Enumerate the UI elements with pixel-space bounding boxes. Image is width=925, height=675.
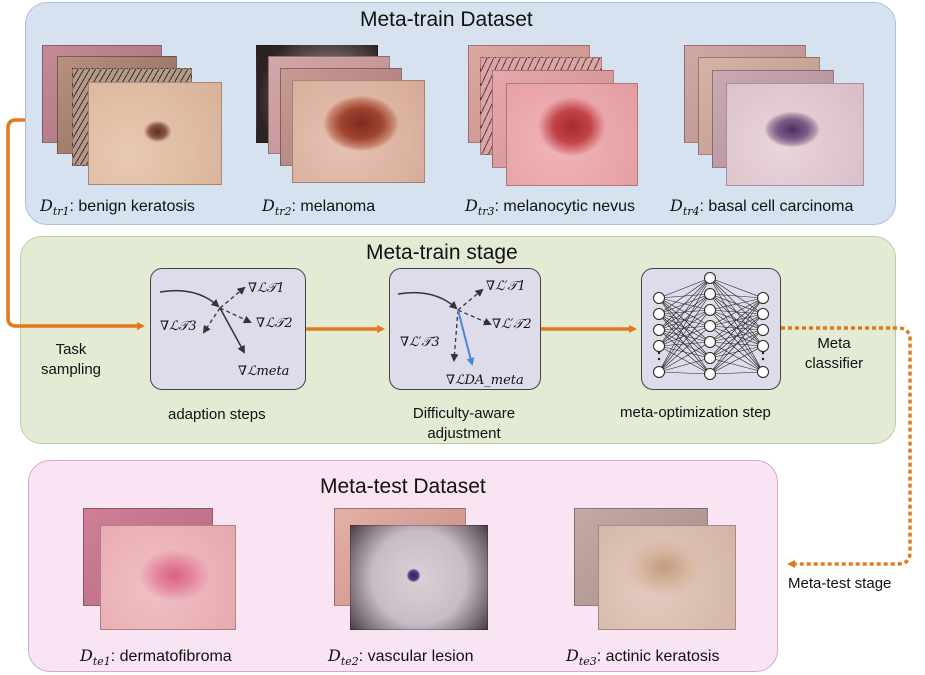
network-node xyxy=(653,366,665,378)
network-edge xyxy=(658,371,711,375)
meta-classifier-network xyxy=(653,272,769,380)
adaption-gradient-arrows xyxy=(159,286,252,354)
network-edge xyxy=(709,329,764,375)
network-node xyxy=(704,368,716,380)
network-node xyxy=(653,292,665,304)
skin-image-melanocytic-nevus xyxy=(506,83,638,186)
network-ellipsis xyxy=(761,351,765,355)
network-node xyxy=(653,308,665,320)
network-node xyxy=(704,352,716,364)
network-edge xyxy=(658,309,711,347)
skin-image-dermatofibroma xyxy=(100,525,236,630)
network-edge xyxy=(658,277,711,373)
network-edge xyxy=(658,325,711,347)
network-edge xyxy=(709,325,764,373)
network-edge xyxy=(658,277,711,331)
network-node xyxy=(704,272,716,284)
adaption-steps-caption: adaption steps xyxy=(168,406,266,423)
network-node xyxy=(653,324,665,336)
network-ellipsis xyxy=(761,357,765,361)
network-edge xyxy=(709,309,764,373)
network-edge xyxy=(709,297,764,311)
grad-label-t2: ∇ℒ𝒯2 xyxy=(256,316,293,331)
network-edge xyxy=(709,277,764,299)
dataset-label-tr1: Dtr1: benign keratosis xyxy=(40,196,195,219)
meta-train-dataset-title: Meta-train Dataset xyxy=(360,8,533,31)
meta-classifier-label: Meta classifier xyxy=(804,335,864,372)
network-ellipsis xyxy=(657,357,661,361)
skin-image-basal-cell-carcinoma xyxy=(726,83,864,186)
network-node xyxy=(757,308,769,320)
network-edge xyxy=(658,345,711,359)
network-edge xyxy=(658,277,711,347)
dataset-label-te3: Dte3: actinic keratosis xyxy=(566,646,720,669)
network-edge xyxy=(709,357,764,373)
dataset-label-te1: Dte1: dermatofibroma xyxy=(80,646,232,669)
grad-label-t1: ∇ℒ𝒯1 xyxy=(248,281,285,296)
meta-test-dotted-arrow xyxy=(781,326,912,568)
difficulty-aware-box xyxy=(389,268,541,390)
difficulty-gradient-arrows xyxy=(397,288,492,366)
network-node xyxy=(653,340,665,352)
network-edge xyxy=(709,297,764,359)
meta-test-stage-label: Meta-test stage xyxy=(788,575,892,592)
network-node xyxy=(704,320,716,332)
network-edge xyxy=(709,297,764,327)
network-node xyxy=(704,336,716,348)
network-edge xyxy=(658,277,711,299)
network-edge xyxy=(709,297,764,343)
network-edge xyxy=(658,357,711,373)
network-edge xyxy=(658,325,711,373)
grad-label-meta: ∇ℒmeta xyxy=(238,364,289,379)
dataset-label-tr2: Dtr2: melanoma xyxy=(262,196,376,219)
network-node xyxy=(757,292,769,304)
network-edge xyxy=(658,293,711,373)
network-node xyxy=(704,304,716,316)
network-edge xyxy=(709,297,764,375)
grad-label-t2-prime: ∇ℒ′𝒯2 xyxy=(492,317,532,332)
grad-label-t1-prime: ∇ℒ′𝒯1 xyxy=(486,279,526,294)
network-ellipsis xyxy=(657,351,661,355)
dataset-label-tr4: Dtr4: basal cell carcinoma xyxy=(670,196,854,219)
skin-image-benign-keratosis xyxy=(88,82,222,185)
network-node xyxy=(757,340,769,352)
network-edge xyxy=(658,341,711,373)
difficulty-aware-caption: Difficulty-aware adjustment xyxy=(412,405,516,442)
network-edge xyxy=(709,371,764,375)
skin-image-actinic-keratosis xyxy=(598,525,736,630)
network-node xyxy=(704,288,716,300)
network-node xyxy=(757,366,769,378)
grad-label-t3: ∇ℒ𝒯3 xyxy=(160,319,197,334)
dataset-label-te2: Dte2: vascular lesion xyxy=(328,646,474,669)
network-edge xyxy=(709,345,764,375)
grad-label-t3-prime: ∇ℒ′𝒯3 xyxy=(400,335,440,350)
adaption-steps-box xyxy=(150,268,306,390)
network-edge xyxy=(709,313,764,375)
network-node xyxy=(757,324,769,336)
network-edge xyxy=(709,293,764,373)
network-edge xyxy=(658,341,711,347)
meta-train-stage-title: Meta-train stage xyxy=(366,241,518,264)
network-edge xyxy=(658,293,711,347)
network-edge xyxy=(658,309,711,373)
meta-test-dataset-title: Meta-test Dataset xyxy=(320,475,486,498)
task-sampling-label: Task sampling xyxy=(40,341,102,378)
network-edge xyxy=(658,277,711,315)
network-edge xyxy=(709,277,764,373)
skin-image-melanoma xyxy=(292,80,425,183)
network-edge xyxy=(709,293,764,299)
dataset-label-tr3: Dtr3: melanocytic nevus xyxy=(465,196,636,219)
network-edge xyxy=(709,341,764,373)
grad-label-da-meta: ∇ℒDA_meta xyxy=(446,373,524,388)
meta-optimization-caption: meta-optimization step xyxy=(620,404,771,421)
skin-image-vascular-lesion xyxy=(350,525,488,630)
network-edge xyxy=(658,345,711,375)
task-sampling-arrow xyxy=(6,118,145,330)
